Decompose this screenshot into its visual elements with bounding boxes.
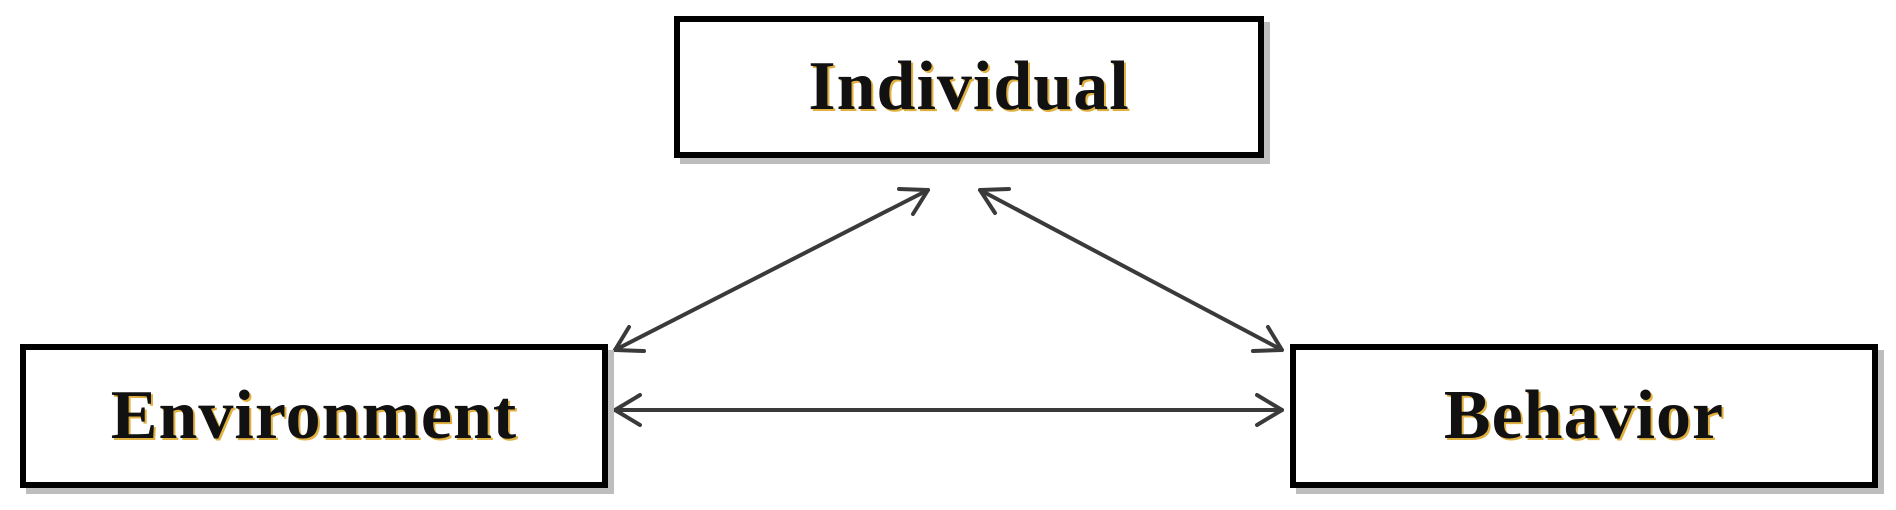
- arrowhead-individual-left: [897, 187, 930, 216]
- environment-label: Environment: [110, 377, 518, 454]
- arrow-environment-behavior: [613, 393, 1284, 427]
- individual-label: Individual: [808, 48, 1130, 125]
- behavior-box: Behavior: [1290, 344, 1878, 488]
- arrowhead-environment-top: [613, 325, 646, 353]
- arrowhead-individual-right: [978, 187, 1011, 215]
- arrow-individual-behavior: [978, 187, 1284, 353]
- environment-box: Environment: [20, 344, 608, 488]
- arrowhead-environment-side: [613, 393, 642, 427]
- arrowhead-behavior-top: [1251, 325, 1284, 353]
- behavior-label: Behavior: [1443, 377, 1725, 454]
- individual-box: Individual: [674, 16, 1264, 158]
- arrowhead-behavior-side: [1255, 393, 1284, 427]
- arrow-environment-individual: [613, 187, 930, 353]
